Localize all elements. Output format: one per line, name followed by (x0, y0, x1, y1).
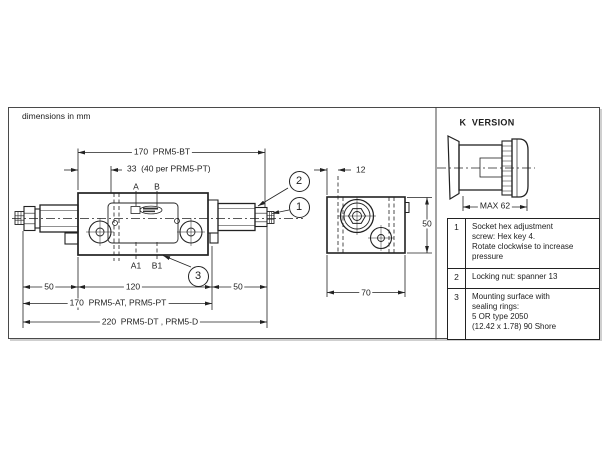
knob-stem (479, 157, 503, 178)
mounting-plate (447, 135, 460, 201)
port-end-view (368, 225, 394, 251)
left-end-housing (23, 204, 79, 245)
dim-side-height: 50 (420, 218, 434, 229)
legend-row-number: 3 (448, 289, 466, 339)
port-label-b: B (154, 181, 160, 192)
dim-seg-right: 50 (231, 281, 245, 292)
hidden-lines (337, 176, 395, 253)
dim-port-offset: 33 (40 per PRM5-PT) (125, 163, 213, 174)
bolt-hole-left (86, 218, 114, 246)
legend-row-1: 1 Socket hex adjustment screw: Hex key 4… (448, 219, 599, 269)
adjustment-screw-end-view (338, 197, 376, 235)
callout-leaders (162, 187, 290, 268)
legend-row-3: 3 Mounting surface with sealing rings: 5… (448, 289, 599, 339)
legend-row-number: 2 (448, 269, 466, 288)
dim-seg-mid: 120 (123, 281, 143, 292)
port-label-a1: A1 (130, 260, 142, 271)
legend-row-number: 1 (448, 219, 466, 268)
knob-body (458, 144, 503, 191)
legend-row-text: Mounting surface with sealing rings: 5 O… (472, 292, 557, 331)
callout-balloon-2: 2 (288, 170, 310, 192)
pin-hole-right (174, 218, 180, 224)
adjustment-screw-tip-right (266, 211, 275, 224)
side-view-drawing (326, 176, 410, 254)
pin-hole-left (112, 220, 118, 226)
k-version-title: K VERSION (459, 117, 515, 128)
k-version-drawing (437, 135, 535, 201)
legend-row-text: Socket hex adjustment screw: Hex key 4. … (472, 222, 574, 261)
dim-seg-left: 50 (42, 281, 56, 292)
port-leader-lines (135, 191, 158, 206)
port-label-b1: B1 (151, 260, 163, 271)
dim-mid-length: 170 PRM5-AT, PRM5-PT (67, 297, 169, 308)
units-note: dimensions in mm (22, 111, 91, 121)
knob-cap (511, 138, 529, 198)
legend-table: 1 Socket hex adjustment screw: Hex key 4… (447, 218, 600, 340)
callout-balloon-1: 1 (288, 196, 310, 218)
dim-total-length: 220 PRM5-DT , PRM5-D (99, 316, 201, 327)
dim-max-width: MAX 62 (477, 200, 513, 211)
port-label-a: A (133, 181, 139, 192)
bolt-hole-right (177, 218, 205, 246)
dim-side-offset: 12 (354, 164, 368, 175)
callout-balloon-3: 3 (187, 265, 209, 287)
right-end-housing (208, 199, 268, 244)
brand-logo (130, 205, 163, 215)
dim-side-width: 70 (359, 287, 373, 298)
front-view-drawing (12, 191, 303, 261)
dim-top-length: 170 PRM5-BT (131, 146, 193, 157)
valve-body (77, 192, 209, 256)
hidden-lines (113, 193, 158, 261)
adjustment-screw-tip-left (14, 211, 25, 225)
legend-row-text: Locking nut: spanner 13 (472, 272, 558, 281)
legend-row-2: 2 Locking nut: spanner 13 (448, 269, 599, 289)
